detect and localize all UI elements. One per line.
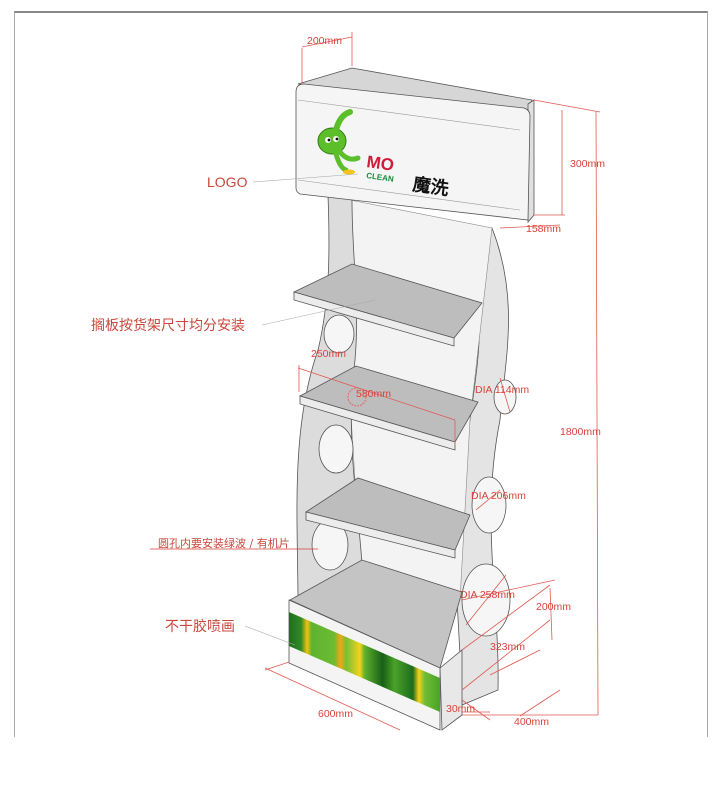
shelf-2 <box>298 365 479 451</box>
hole-left-1 <box>323 314 355 354</box>
hole-note: 圆孔内要安装绿波 / 有机片 <box>158 536 290 550</box>
hole-right-small <box>493 379 517 415</box>
hole-right-medium <box>471 476 507 534</box>
hole-left-2 <box>318 424 354 474</box>
logo-text-mo: MO <box>365 152 395 175</box>
logo-text-clean: CLEAN <box>366 171 395 184</box>
shelf-1 <box>292 263 483 347</box>
header-box <box>295 67 535 224</box>
printed-graphic-strip <box>289 612 440 712</box>
dim-hole-large: DIA 258mm <box>460 589 515 601</box>
dim-shelf-depth: 250mm <box>311 348 346 360</box>
dim-total-depth: 400mm <box>514 716 549 728</box>
dim-header-depth: 200mm <box>307 35 342 47</box>
dim-header-height: 300mm <box>570 158 605 170</box>
dim-side-width-top: 158mm <box>526 223 561 235</box>
drawing-frame <box>14 11 708 737</box>
dim-hole-small: DIA 114mm <box>475 384 529 396</box>
dim-base-depth: 323mm <box>490 641 525 653</box>
print-note: 不干胶喷画 <box>165 618 235 635</box>
dim-base-height: 200mm <box>536 601 571 613</box>
mascot-icon <box>317 109 361 175</box>
dim-hole-medium: DIA 206mm <box>471 490 526 502</box>
dim-shelf-width: 580mm <box>356 388 391 400</box>
base <box>288 559 463 731</box>
brand-logo: MO CLEAN 魔洗 <box>317 109 450 200</box>
shelf-3 <box>305 477 471 559</box>
dim-total-height: 1800mm <box>560 426 601 438</box>
logo-label: LOGO <box>207 174 248 190</box>
dimension-lines <box>150 32 601 731</box>
dim-base-trim: 30mm <box>446 703 475 715</box>
stamp-mark <box>347 387 367 407</box>
dim-base-width: 600mm <box>318 708 353 720</box>
logo-text-cn: 魔洗 <box>411 173 450 200</box>
shelf-note: 搁板按货架尺寸均分安装 <box>91 317 245 334</box>
